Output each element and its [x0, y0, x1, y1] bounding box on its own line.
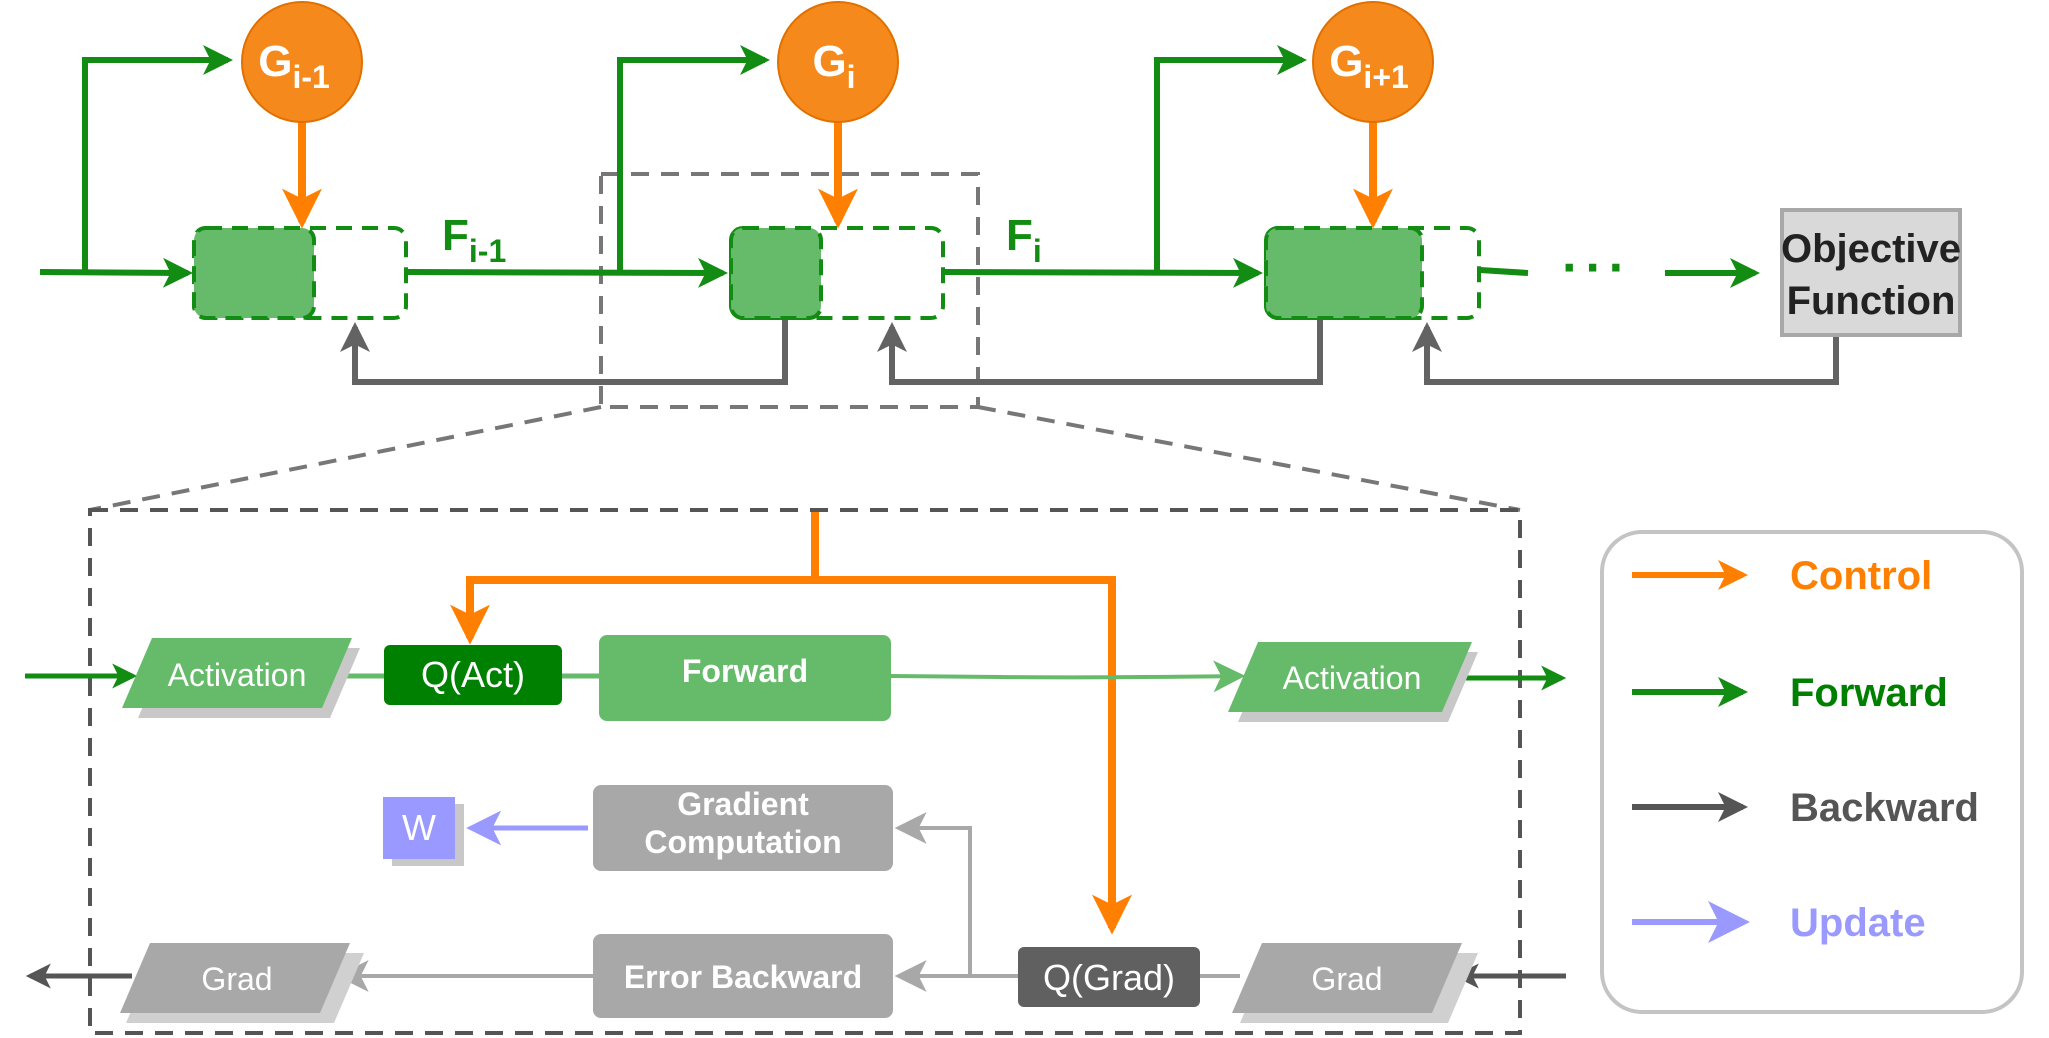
weight-node: W [383, 797, 464, 866]
activation-input-node: Activation [122, 638, 360, 718]
svg-text:Gi: Gi [812, 37, 855, 95]
forward-node: Forward [599, 635, 891, 721]
ellipsis: ··· [1562, 239, 1632, 297]
control-to-q-act [450, 512, 819, 645]
grad-output-node: Grad [120, 943, 364, 1023]
legend-forward-label: Forward [1790, 671, 1948, 715]
q-grad-node: Q(Grad) [1018, 947, 1200, 1007]
layer-block-2 [729, 226, 945, 320]
legend-item-forward: Forward [1632, 671, 1948, 715]
forward-to-activation-arrow [890, 660, 1246, 693]
backward-arrow-2 [877, 318, 1323, 385]
detail-panel: Activation Q(Act) Forward Activation W [25, 508, 1567, 1035]
grad-input-node: Grad [1232, 943, 1478, 1023]
edge-label-1: Fi-1 [442, 211, 506, 269]
forward-label: Forward [682, 653, 808, 689]
svg-text:Gi+1: Gi+1 [1329, 37, 1409, 95]
legend-item-control: Control [1632, 554, 1932, 598]
detail-dashed-border [88, 508, 1522, 1035]
layer-fill [1264, 226, 1424, 320]
gradient-computation-line-1: Gradient [677, 786, 809, 822]
objective-line-1: Objective [1781, 227, 1961, 271]
layer-block-3 [1264, 226, 1481, 320]
legend-item-update: Update [1632, 901, 1926, 945]
backward-arrow-3 [1412, 322, 1839, 385]
gate-node-2: Gi [777, 1, 899, 123]
legend-item-backward: Backward [1632, 786, 1979, 830]
q-act-label: Q(Act) [421, 654, 525, 695]
gradient-computation-line-2: Computation [644, 824, 841, 860]
legend-box [1600, 530, 2024, 1014]
forward-arrow-fi [941, 257, 1263, 288]
grad-to-gradient-computation-arrow [894, 812, 1018, 978]
top-chain: ··· Gi-1 Gi [39, 1, 1962, 512]
q-grad-label: Q(Grad) [1043, 957, 1175, 998]
gradient-computation-node: Gradient Computation [593, 785, 893, 871]
error-backward-node: Error Backward [593, 934, 893, 1018]
q-act-node: Q(Act) [384, 645, 562, 705]
layer-fill [729, 226, 823, 320]
layer-fill [192, 226, 316, 320]
svg-text:Gi-1: Gi-1 [258, 37, 330, 95]
control-to-q-grad [815, 576, 1132, 935]
legend: Control Forward Backward Update [1600, 530, 2024, 1014]
gate-label: G [258, 37, 292, 86]
gate-label: G [812, 37, 846, 86]
legend-update-label: Update [1790, 901, 1926, 945]
activation-output-label: Activation [1283, 660, 1422, 696]
zoom-selection-box [599, 172, 980, 409]
gate-label: G [1329, 37, 1363, 86]
gate-node-1: Gi-1 [241, 1, 363, 123]
activation-output-node: Activation [1228, 642, 1478, 722]
activation-input-label: Activation [168, 657, 307, 693]
legend-control-label: Control [1790, 554, 1932, 598]
legend-backward-label: Backward [1790, 786, 1979, 830]
grad-output-label: Grad [201, 961, 272, 997]
gate-subscript: i-1 [292, 59, 329, 95]
forward-input-arrow [39, 257, 193, 288]
gate-subscript: i+1 [1363, 59, 1408, 95]
gate-subscript: i [847, 59, 856, 95]
edge-label-2: Fi [1006, 211, 1042, 269]
zoom-line-right [977, 405, 1521, 512]
forward-dash-segment [1479, 267, 1529, 276]
layer-block-1 [192, 226, 408, 320]
backward-arrow-1 [340, 318, 788, 385]
forward-to-gate-1 [82, 45, 233, 273]
forward-to-gate-2 [617, 45, 770, 273]
zoom-line-left [89, 405, 602, 512]
objective-function-box: Objective Function [1780, 208, 1962, 337]
weight-label: W [402, 807, 436, 848]
objective-line-2: Function [1787, 279, 1956, 323]
forward-to-gate-3 [1154, 45, 1307, 273]
forward-arrow-fi-1 [405, 257, 728, 288]
error-backward-label: Error Backward [624, 959, 862, 995]
grad-input-label: Grad [1311, 961, 1382, 997]
gate-node-3: Gi+1 [1312, 1, 1434, 123]
